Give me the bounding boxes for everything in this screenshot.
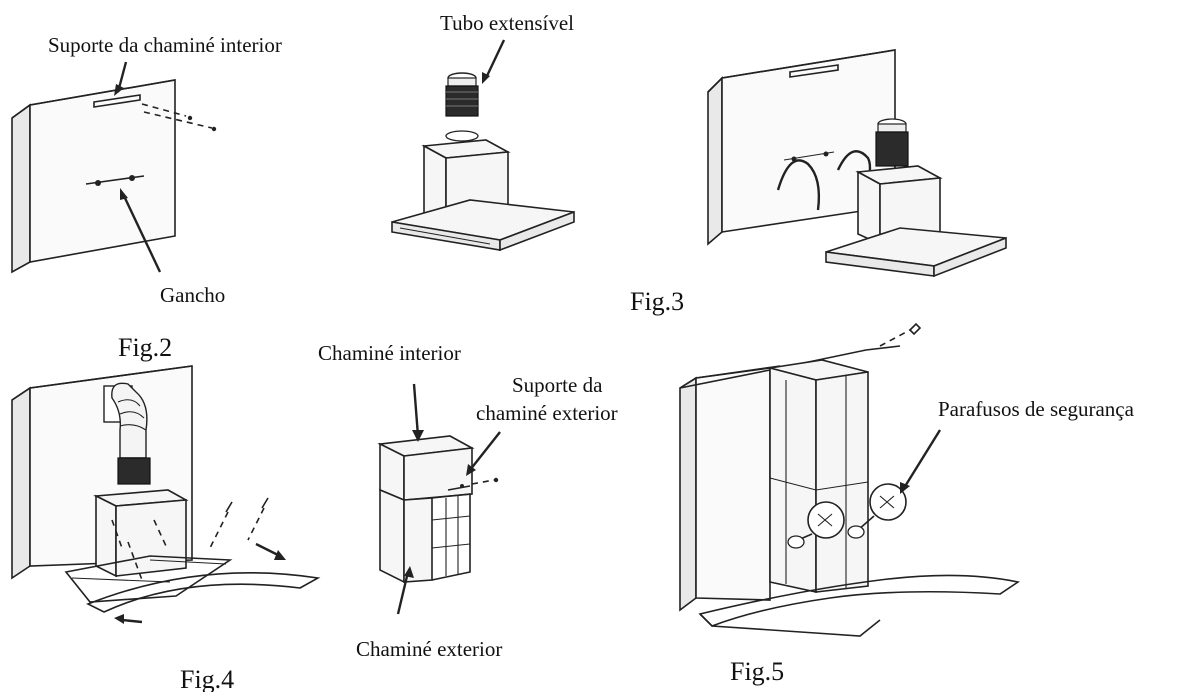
fig4-duct-elbow — [111, 382, 151, 485]
pointer-arrow-inner-chimney — [412, 383, 420, 437]
arrowhead-icon — [114, 84, 124, 96]
caption-fig2: Fig.2 — [118, 333, 172, 362]
fig4-slide-arrow — [121, 618, 143, 624]
extension-tube — [445, 72, 479, 117]
outer-chimney — [379, 488, 471, 584]
label-inner-chimney: Chaminé interior — [318, 341, 461, 365]
inner-chimney-bracket — [93, 94, 141, 108]
fig4-screw-path — [209, 511, 229, 549]
figure-5: Parafusos de segurança Fig.5 — [679, 322, 1135, 686]
hood-canopy — [391, 199, 575, 252]
outer-chimney-bracket — [447, 477, 499, 491]
pointer-arrow-outer-chimney — [396, 571, 410, 615]
pointer-arrow-safety-screws — [902, 429, 942, 489]
arrowhead-icon — [114, 614, 124, 624]
label-inner-chimney-bracket: Suporte da chaminé interior — [48, 33, 282, 57]
fig4-glass-canopy — [64, 555, 321, 613]
fig3-hood-body — [855, 165, 943, 246]
fig2-brick-wall — [11, 79, 176, 274]
fig3-hood-canopy — [825, 227, 1007, 278]
pointer-arrow-tube — [484, 39, 506, 79]
screw-icon — [908, 322, 922, 336]
pointer-arrow-hook — [122, 195, 162, 273]
pointer-arrow-outer-bracket — [469, 431, 501, 471]
fig2-screw-path — [143, 111, 213, 129]
label-safety-screws: Parafusos de segurança — [938, 397, 1135, 421]
fig4-screw-path — [127, 541, 143, 581]
label-outer-chimney-bracket-line1: Suporte da — [512, 373, 603, 397]
figure-chimney-parts: Chaminé interior Suporte da chaminé exte… — [318, 341, 618, 661]
fig4-screw-path — [247, 507, 265, 541]
inner-chimney — [377, 435, 475, 502]
caption-fig3: Fig.3 — [630, 287, 684, 316]
caption-fig5: Fig.5 — [730, 657, 784, 686]
label-outer-chimney: Chaminé exterior — [356, 637, 502, 661]
safety-screw-right — [847, 483, 907, 539]
figure-3: Fig.3 — [630, 49, 1007, 316]
safety-screw-left — [787, 501, 845, 549]
label-extension-tube: Tubo extensível — [440, 11, 574, 35]
label-outer-chimney-bracket-line2: chaminé exterior — [476, 401, 618, 425]
fig5-chimney — [769, 359, 869, 593]
fig4-screw-icon — [225, 497, 269, 513]
arrowhead-icon — [404, 566, 414, 578]
fig3-extension-tube — [875, 118, 909, 167]
fig2-screw-path — [141, 103, 187, 117]
caption-fig4: Fig.4 — [180, 665, 234, 692]
fig4-screw-path — [153, 519, 167, 547]
arrowhead-icon — [466, 464, 476, 476]
arrowhead-icon — [274, 550, 286, 560]
label-hook: Gancho — [160, 283, 225, 307]
fig4-screw-path — [111, 519, 123, 549]
arrowhead-icon — [482, 72, 490, 84]
hook-bracket — [85, 175, 145, 186]
arrowhead-icon — [900, 482, 910, 494]
figure-4: Fig.4 — [11, 365, 321, 694]
fig5-brick-wall — [679, 365, 781, 612]
fig3-lift-arrow — [776, 159, 821, 211]
fig3-brick-wall — [707, 49, 896, 246]
fig4-slide-arrow — [255, 542, 281, 558]
figure-2: Suporte da chaminé interior Gancho Fig.2 — [11, 33, 282, 362]
arrowhead-icon — [120, 188, 128, 200]
fig2-screw-icon — [187, 115, 217, 132]
arrowhead-icon — [412, 430, 424, 442]
fig5-glass-canopy — [698, 574, 1021, 637]
figure-extension-tube: Tubo extensível — [391, 11, 575, 252]
